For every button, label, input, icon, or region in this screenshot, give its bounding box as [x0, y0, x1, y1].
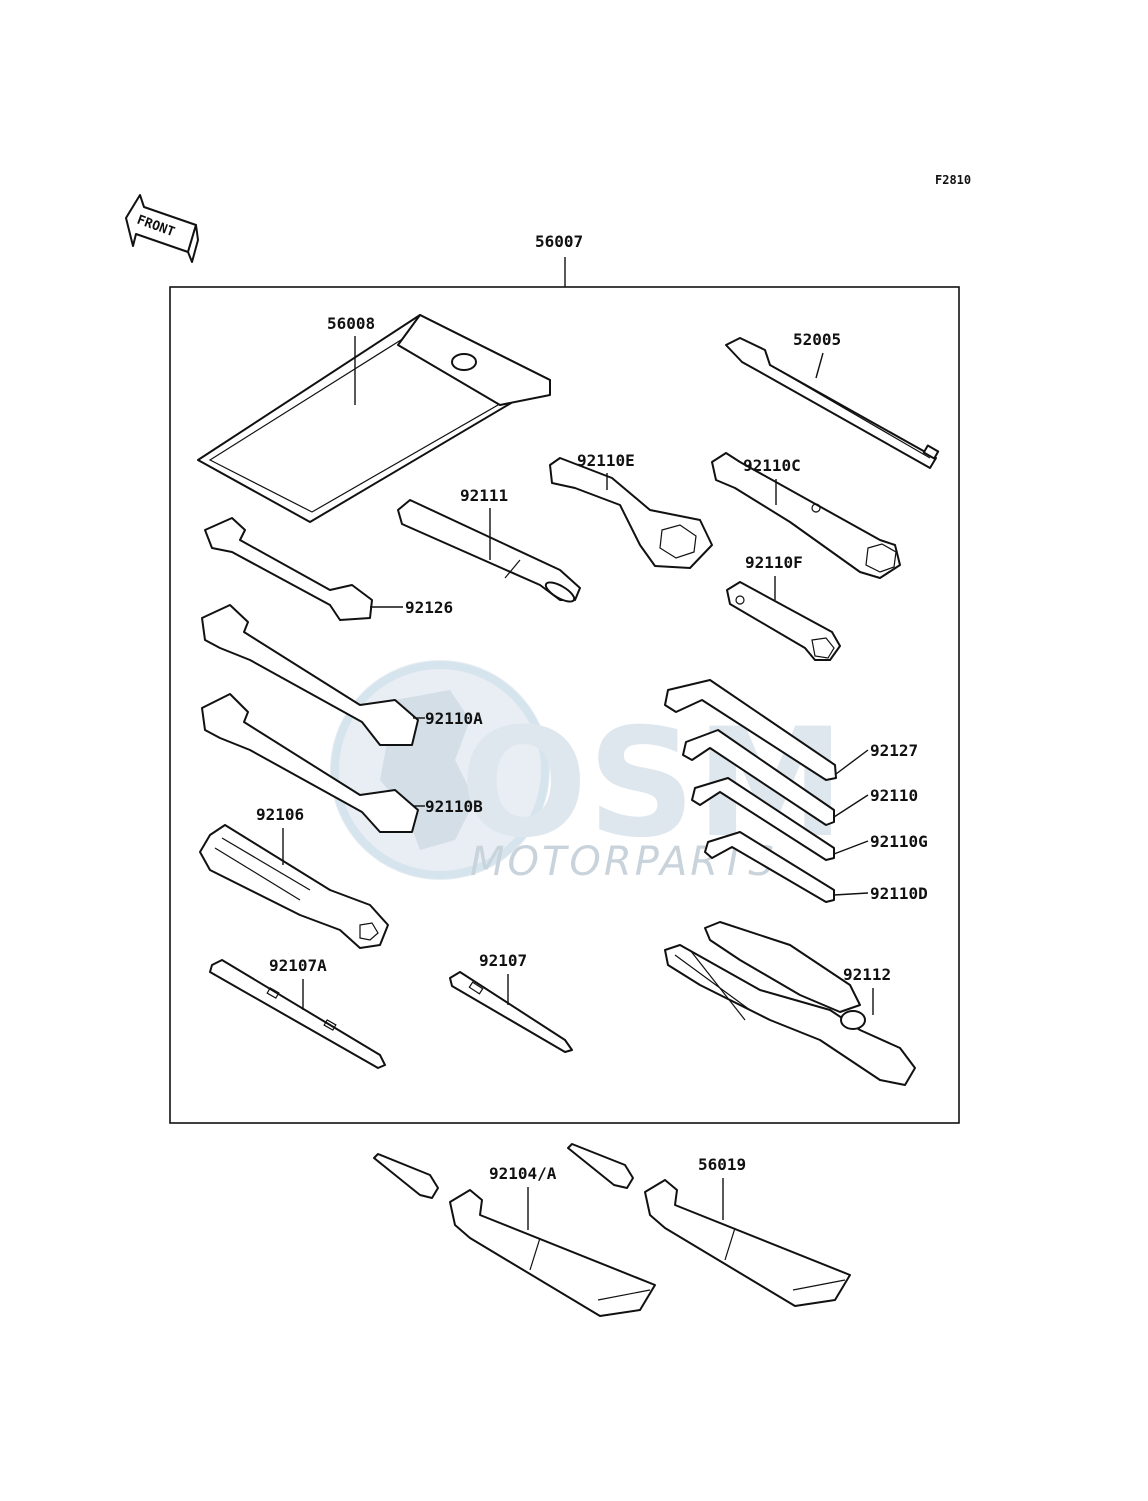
front-arrow-icon: FRONT: [125, 194, 199, 263]
label-92107A: 92107A: [269, 956, 327, 975]
label-92112: 92112: [843, 965, 891, 984]
label-92110: 92110: [870, 786, 918, 805]
diagram-code: F2810: [935, 173, 971, 187]
label-92110G: 92110G: [870, 832, 928, 851]
label-92110D: 92110D: [870, 884, 928, 903]
tool-bag: [197, 314, 551, 523]
tool-92110A: [201, 604, 419, 746]
label-92111: 92111: [460, 486, 508, 505]
label-52005: 52005: [793, 330, 841, 349]
tool-92112: [664, 921, 916, 1086]
tool-92107A: [209, 959, 386, 1069]
tool-92111: [397, 499, 581, 603]
tool-92110F: [726, 581, 841, 661]
label-92110C: 92110C: [743, 456, 801, 475]
label-92110E: 92110E: [577, 451, 635, 470]
tube-92104A: [373, 1153, 656, 1317]
tool-kit-frame: [169, 286, 960, 1124]
tool-92110C: [711, 452, 901, 579]
label-92110B: 92110B: [425, 797, 483, 816]
kit-label: 56007: [535, 232, 583, 251]
tool-92110E: [549, 457, 713, 569]
label-56019: 56019: [698, 1155, 746, 1174]
label-92127: 92127: [870, 741, 918, 760]
tube-56019: [567, 1143, 851, 1307]
label-92106: 92106: [256, 805, 304, 824]
tool-92110B: [201, 693, 419, 833]
tool-92127: [664, 679, 837, 781]
tool-52005: [725, 337, 940, 469]
label-92126: 92126: [405, 598, 453, 617]
label-92104A: 92104/A: [489, 1164, 557, 1183]
tool-92126: [204, 517, 373, 621]
tool-92110: [682, 729, 835, 826]
tool-92110D: [704, 831, 835, 903]
tool-92110G: [691, 777, 835, 861]
label-92107: 92107: [479, 951, 527, 970]
label-92110A: 92110A: [425, 709, 483, 728]
tool-92106: [199, 824, 389, 949]
label-92110F: 92110F: [745, 553, 803, 572]
label-56008: 56008: [327, 314, 375, 333]
tool-92107: [449, 971, 573, 1053]
